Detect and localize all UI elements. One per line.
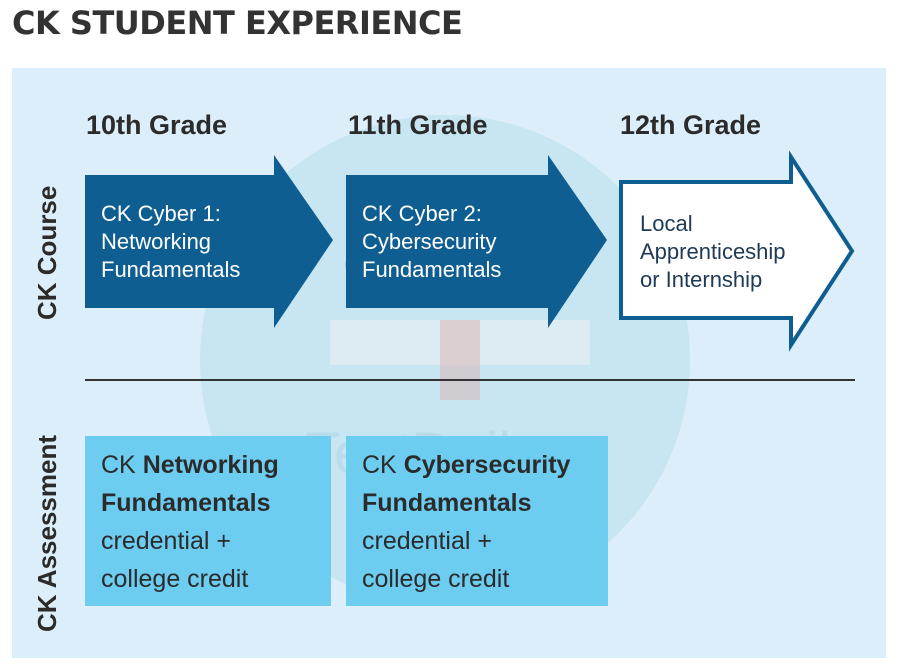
course-2-line-2: Cybersecurity — [362, 229, 497, 254]
assessment-networking-line-3: credential + — [101, 527, 231, 555]
course-3-line-2: Apprenticeship — [640, 239, 786, 264]
course-1-line-2: Networking — [101, 229, 212, 254]
row-divider — [85, 379, 855, 381]
course-arrow-2 — [346, 155, 607, 328]
course-1-text: CK Cyber 1: Networking Fundamentals — [101, 200, 240, 284]
assessment-cybersecurity-line-3: credential + — [362, 527, 492, 555]
course-arrow-1 — [85, 155, 333, 328]
course-2-line-1: CK Cyber 2: — [362, 201, 482, 226]
course-2-line-3: Fundamentals — [362, 257, 502, 282]
grade-12-header: 12th Grade — [620, 110, 762, 140]
grade-10-header: 10th Grade — [86, 110, 228, 140]
assessment-box-cybersecurity: CK Cybersecurity Fundamentals credential… — [346, 436, 608, 606]
grade-11-header: 11th Grade — [348, 110, 488, 140]
course-3-text: Local Apprenticeship or Internship — [640, 210, 786, 294]
assessment-cybersecurity-line-1: CK Cybersecurity — [362, 451, 571, 479]
assessment-networking-line-1: CK Networking — [101, 451, 279, 479]
assessment-networking-text: CK Networking Fundamentals credential + … — [101, 446, 279, 598]
assessment-box-networking: CK Networking Fundamentals credential + … — [85, 436, 331, 606]
page-title: CK STUDENT EXPERIENCE — [12, 4, 463, 42]
assessment-networking-line-2: Fundamentals — [101, 489, 271, 517]
course-3-line-1: Local — [640, 211, 693, 236]
assessment-cybersecurity-text: CK Cybersecurity Fundamentals credential… — [362, 446, 570, 598]
assessment-cybersecurity-line-2: Fundamentals — [362, 489, 532, 517]
course-1-line-1: CK Cyber 1: — [101, 201, 221, 226]
assessment-networking-line-4: college credit — [101, 565, 249, 593]
course-3-line-3: or Internship — [640, 267, 763, 292]
course-arrow-3 — [619, 150, 855, 352]
course-1-line-3: Fundamentals — [101, 257, 241, 282]
course-2-text: CK Cyber 2: Cybersecurity Fundamentals — [362, 200, 501, 284]
assessment-cybersecurity-line-4: college credit — [362, 565, 510, 593]
